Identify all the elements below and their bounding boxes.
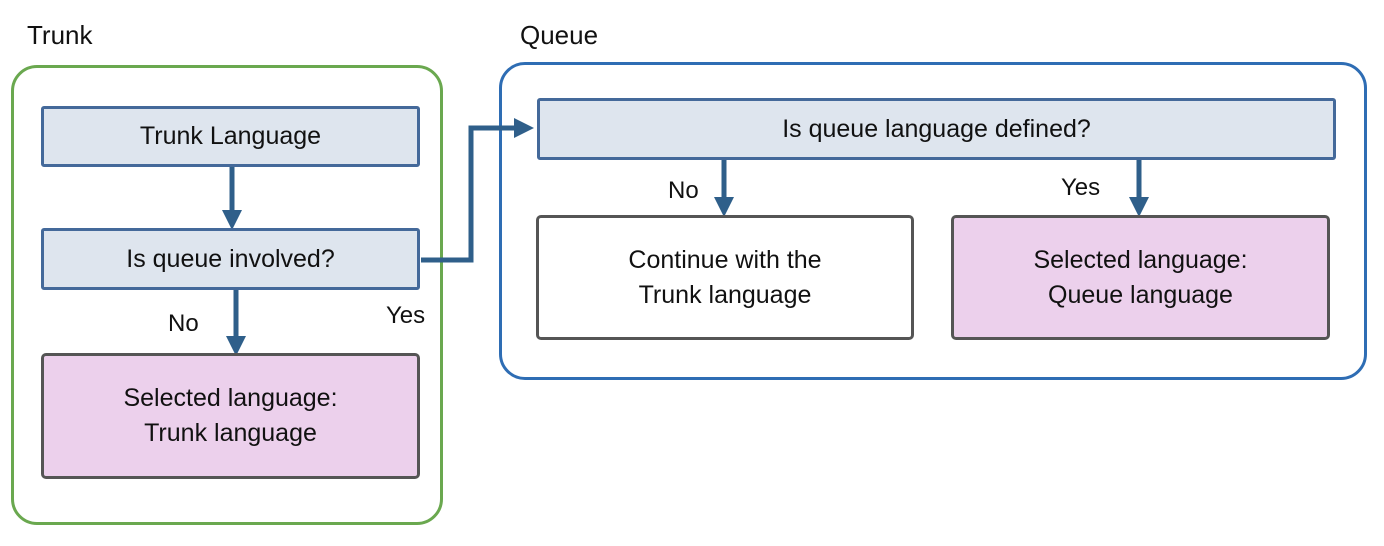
trunk-group-label: Trunk bbox=[27, 20, 93, 50]
is-queue-language-defined-node: Is queue language defined? bbox=[537, 98, 1336, 160]
is-queue-involved-node: Is queue involved? bbox=[41, 228, 420, 290]
edge-label-defined-no: No bbox=[668, 177, 699, 204]
edge-label-involved-yes: Yes bbox=[386, 302, 426, 329]
edge-label-involved-no: No bbox=[168, 310, 199, 337]
selected-queue-language-node: Selected language: Queue language bbox=[951, 215, 1330, 340]
edge-label-defined-yes: Yes bbox=[1061, 174, 1101, 201]
is-queue-involved-text: Is queue involved? bbox=[126, 244, 335, 273]
selected-queue-language-text: Selected language: Queue language bbox=[1033, 245, 1248, 309]
trunk-language-text: Trunk Language bbox=[139, 122, 322, 150]
queue-group-label: Queue bbox=[520, 20, 599, 50]
selected-trunk-language-node: Selected language: Trunk language bbox=[41, 353, 420, 479]
continue-trunk-language-text: Continue with the Trunk language bbox=[628, 245, 822, 309]
continue-trunk-language-node: Continue with the Trunk language bbox=[536, 215, 914, 340]
trunk-language-node: Trunk Language bbox=[41, 106, 420, 167]
trunk-group bbox=[11, 65, 443, 525]
selected-trunk-language-text: Selected language: Trunk language bbox=[123, 384, 338, 447]
is-queue-language-defined-text: Is queue language defined? bbox=[782, 114, 1091, 143]
